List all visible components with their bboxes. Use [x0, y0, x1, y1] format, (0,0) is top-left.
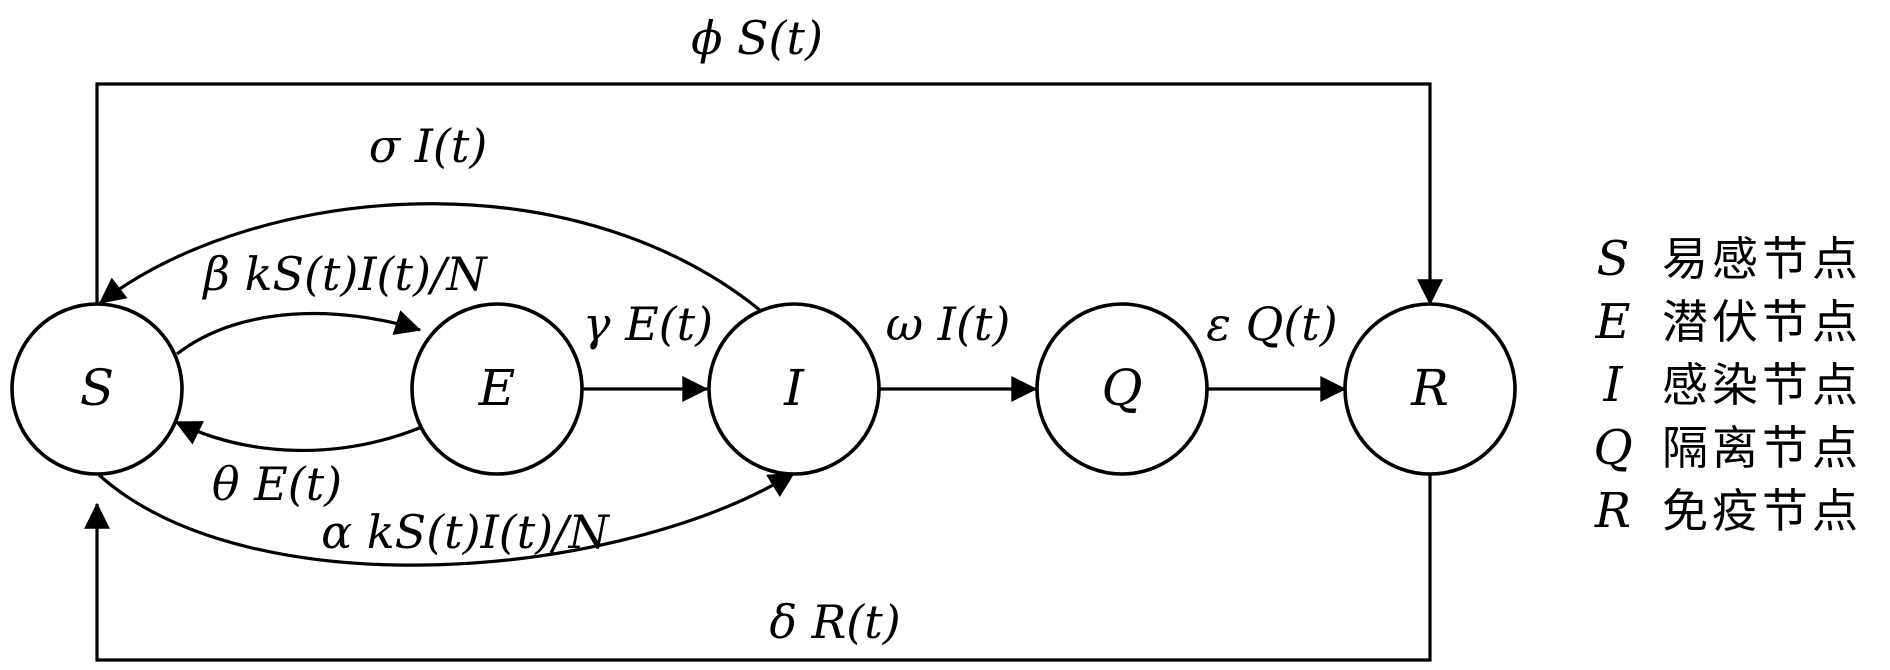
edge-phi-s-to-r	[95, 82, 1443, 325]
legend-text: 隔离节点	[1662, 421, 1862, 475]
legend-text: 潜伏节点	[1662, 295, 1862, 349]
label-epsilon: ε Q(t)	[1206, 297, 1337, 351]
legend-symbol: I	[1603, 357, 1624, 413]
edge-alpha-s-to-i	[97, 471, 796, 567]
legend-item: I 感染节点	[1603, 357, 1862, 413]
node-r: R	[1343, 302, 1517, 476]
node-i: I	[707, 302, 881, 476]
label-omega: ω I(t)	[886, 297, 1011, 351]
node-r-label: R	[1410, 359, 1449, 417]
label-delta: δ R(t)	[769, 595, 900, 649]
legend-symbol: R	[1594, 483, 1631, 539]
edge-sigma-i-to-s	[98, 202, 792, 339]
node-e-label: E	[478, 359, 516, 417]
node-q: Q	[1035, 302, 1209, 476]
legend-symbol: S	[1597, 231, 1630, 287]
label-gamma: γ E(t)	[583, 297, 713, 351]
label-sigma: σ I(t)	[369, 119, 488, 173]
legend-text: 易感节点	[1662, 232, 1862, 286]
label-alpha: α kS(t)I(t)/N	[321, 505, 610, 559]
legend-item: S 易感节点	[1597, 231, 1862, 287]
label-beta: β kS(t)I(t)/N	[201, 247, 488, 301]
legend-item: E 潜伏节点	[1594, 294, 1862, 350]
edge-theta-e-to-s	[174, 420, 423, 453]
legend-item: Q 隔离节点	[1593, 420, 1862, 476]
node-i-label: I	[783, 359, 805, 417]
node-q-label: Q	[1102, 359, 1143, 417]
node-e: E	[410, 302, 584, 476]
legend: S 易感节点 E 潜伏节点 I 感染节点 Q 隔离节点 R 免疫节点	[1593, 231, 1862, 539]
legend-item: R 免疫节点	[1594, 483, 1862, 539]
node-s-label: S	[80, 359, 114, 417]
legend-text: 感染节点	[1662, 358, 1862, 412]
edge-delta-r-to-s	[84, 473, 1432, 662]
legend-symbol: Q	[1593, 420, 1632, 476]
edge-beta-s-to-e	[176, 310, 422, 356]
label-theta: θ E(t)	[212, 457, 342, 511]
node-s: S	[10, 302, 184, 476]
legend-text: 免疫节点	[1662, 484, 1862, 538]
label-phi: ϕ S(t)	[691, 11, 823, 65]
legend-symbol: E	[1594, 294, 1630, 350]
